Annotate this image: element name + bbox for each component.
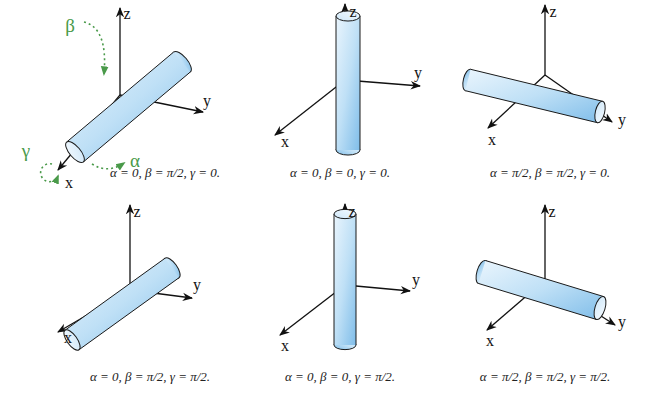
axis-label: y xyxy=(618,314,626,330)
cylinder-side xyxy=(83,72,190,162)
cylinder-body xyxy=(336,16,360,150)
rotation-arrows xyxy=(41,22,124,182)
axis-label: x xyxy=(486,333,494,349)
angle-label: β xyxy=(65,16,75,35)
cylinder-cap xyxy=(593,100,607,124)
axis-label: x xyxy=(488,132,496,148)
cylinder-body xyxy=(465,69,602,122)
axis-label: z xyxy=(123,6,130,22)
cylinder-side xyxy=(334,214,335,345)
axis-label: y xyxy=(412,272,420,288)
axis-label: z xyxy=(133,204,140,220)
axis-label: x xyxy=(281,338,289,354)
cylinder-cap xyxy=(62,139,87,166)
caption: α = π/2, β = π/2, γ = 0. xyxy=(490,166,610,179)
cylinder-body xyxy=(334,214,356,345)
axis-label: y xyxy=(414,65,422,81)
cylinder-side xyxy=(336,16,337,150)
cylinder xyxy=(61,255,183,352)
axis-label: y xyxy=(193,277,201,293)
cylinder-body xyxy=(65,258,179,349)
cylinder xyxy=(62,49,194,166)
cylinders xyxy=(61,11,608,353)
axis-label: z xyxy=(348,204,355,220)
caption: α = 0, β = π/2, γ = 0. xyxy=(110,166,220,179)
axis-label: z xyxy=(548,204,555,220)
cylinder xyxy=(461,68,607,124)
cylinder-side xyxy=(79,278,179,350)
cylinder-body xyxy=(478,261,603,320)
cylinder-body xyxy=(67,52,191,162)
cylinder-side xyxy=(356,214,357,345)
caption: α = π/2, β = π/2, γ = π/2. xyxy=(480,370,610,383)
axis-label: z xyxy=(549,4,556,20)
caption: α = 0, β = π/2, γ = π/2. xyxy=(90,370,210,383)
cylinder xyxy=(334,209,356,349)
cylinder-side xyxy=(67,52,174,142)
caption: α = 0, β = 0, γ = 0. xyxy=(290,166,390,179)
axis-label: x xyxy=(281,134,289,150)
cylinder-side xyxy=(65,258,165,330)
axis-label: y xyxy=(203,93,211,109)
axis-label: x xyxy=(64,330,72,346)
caption: α = 0, β = 0, γ = π/2. xyxy=(285,370,395,383)
cylinder-cap xyxy=(61,327,83,352)
cylinder-side xyxy=(465,91,597,123)
axis-label: z xyxy=(349,4,356,20)
axis-label: y xyxy=(618,112,626,128)
axis-label: x xyxy=(65,175,73,191)
cylinder-side xyxy=(360,16,361,150)
angle-label: γ xyxy=(22,141,30,160)
cylinder xyxy=(474,259,609,321)
cylinder-cap xyxy=(592,295,609,321)
cylinder-side xyxy=(478,283,596,319)
cylinder xyxy=(336,11,360,155)
